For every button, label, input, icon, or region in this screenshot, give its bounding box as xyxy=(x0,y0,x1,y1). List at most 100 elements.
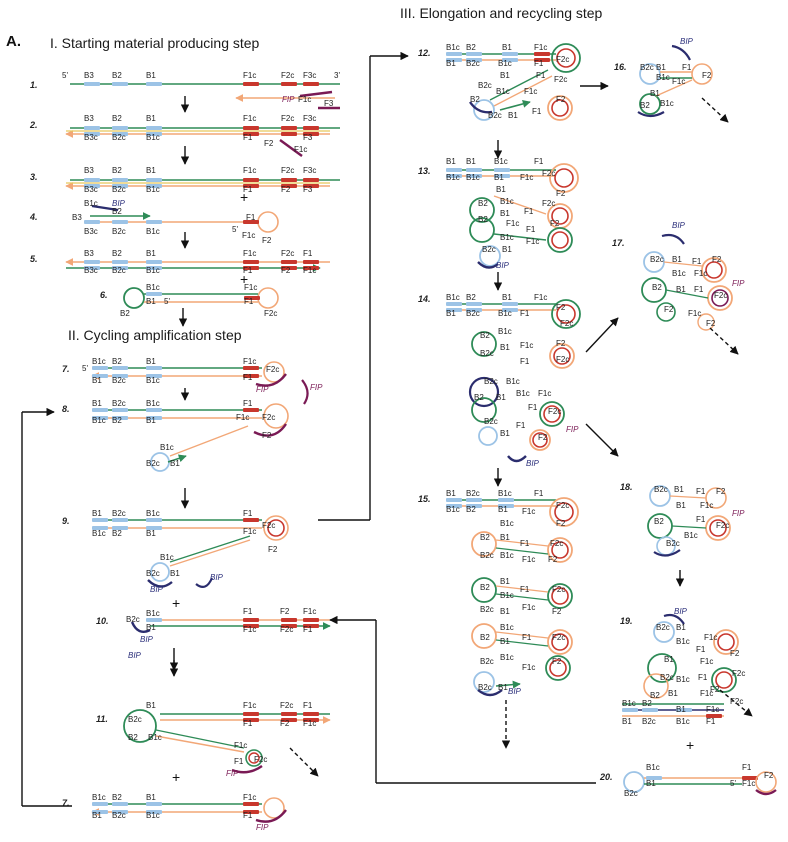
region-label: B1c xyxy=(146,509,160,518)
region-block xyxy=(303,618,319,622)
region-label: B1 xyxy=(674,485,684,494)
region-block xyxy=(303,126,319,130)
region-label: B1 xyxy=(170,569,180,578)
region-label: B1c xyxy=(446,173,460,182)
region-label: B1 xyxy=(664,655,674,664)
region-label: F1c xyxy=(242,231,255,240)
region-label: B2 xyxy=(112,793,122,802)
region-label: B2c xyxy=(112,227,126,236)
region-label: B3 xyxy=(84,71,94,80)
region-label: F1 xyxy=(243,266,253,275)
region-label: F1c xyxy=(672,77,685,86)
step-1-labels: 5' 3' B3 B2 B1 F1c F2c F3c FIP F1c F3 xyxy=(62,71,340,108)
dna-strand xyxy=(169,539,251,567)
end-label: 3' xyxy=(334,71,340,80)
region-label: B2 xyxy=(478,215,488,224)
region-label: B1c xyxy=(506,377,520,386)
primer-strand xyxy=(299,90,333,98)
fip-label: FIP xyxy=(566,425,579,434)
step-number: 10. xyxy=(96,616,109,626)
primer-strand xyxy=(91,204,119,212)
region-label: F2c xyxy=(542,199,555,208)
region-block xyxy=(303,178,319,182)
region-block xyxy=(446,498,462,502)
region-label: B2c xyxy=(112,185,126,194)
region-label: B2 xyxy=(112,249,122,258)
region-label: F1 xyxy=(694,285,704,294)
region-label: B1c xyxy=(466,173,480,182)
stem-loop xyxy=(547,629,573,655)
primer-strand xyxy=(253,423,287,437)
region-label: F1 xyxy=(234,757,244,766)
region-label: B2 xyxy=(466,505,476,514)
region-label: B1 xyxy=(146,166,156,175)
region-label: B1 xyxy=(502,43,512,52)
region-label: B1c xyxy=(146,811,160,820)
region-block xyxy=(84,184,100,188)
region-label: B2c xyxy=(640,63,654,72)
region-label: B1 xyxy=(500,533,510,542)
region-label: F1c xyxy=(243,71,256,80)
region-label: F1 xyxy=(303,701,313,710)
region-block xyxy=(303,82,319,86)
region-block xyxy=(281,260,297,264)
region-label: B1 xyxy=(494,173,504,182)
region-label: F2 xyxy=(262,431,272,440)
plus-sign: + xyxy=(172,595,180,611)
stem-loop xyxy=(469,197,495,223)
primer-strand xyxy=(231,765,263,774)
stem-loop xyxy=(656,302,676,322)
region-block xyxy=(92,416,108,420)
region-block xyxy=(494,168,510,172)
stem-loop xyxy=(468,376,500,408)
primer-strand xyxy=(279,139,303,157)
stem-loop xyxy=(713,629,739,655)
region-label: B2c xyxy=(480,349,494,358)
region-block xyxy=(303,712,319,716)
stem-loop xyxy=(549,163,579,193)
step-number: 4. xyxy=(29,212,38,222)
region-label: B1 xyxy=(146,623,156,632)
region-block xyxy=(498,498,514,502)
region-label: B1 xyxy=(676,623,686,632)
region-label: F1 xyxy=(516,421,526,430)
region-label: F2c xyxy=(262,521,275,530)
region-label: F2c xyxy=(280,625,293,634)
region-label: B1 xyxy=(496,393,506,402)
stem-loop xyxy=(623,771,645,793)
region-label: B1c xyxy=(498,309,512,318)
region-label: F2c xyxy=(281,249,294,258)
region-label: F2 xyxy=(552,607,562,616)
step-12-labels: B1c B2 B1 F1c B1 B2c B1c F1 F2c F1 F2c B… xyxy=(446,43,569,120)
region-label: F1 xyxy=(526,225,536,234)
region-label: F1 xyxy=(528,403,538,412)
region-label: B1 xyxy=(146,357,156,366)
region-label: F3c xyxy=(303,114,316,123)
region-label: B1c xyxy=(84,199,98,208)
region-label: B1 xyxy=(500,577,510,586)
dna-strand xyxy=(495,539,549,547)
primer-strand xyxy=(255,373,287,387)
region-label: F1c xyxy=(534,293,547,302)
region-label: B2 xyxy=(112,166,122,175)
stem-loop xyxy=(701,257,727,283)
region-label: B3c xyxy=(84,133,98,142)
section-title-starting: I. Starting material producing step xyxy=(50,35,260,51)
region-block xyxy=(534,58,550,62)
region-label: F1 xyxy=(243,133,253,142)
region-block xyxy=(498,504,514,508)
region-block xyxy=(243,260,259,264)
stem-loop xyxy=(551,99,569,117)
stem-loop xyxy=(248,752,260,764)
flow-arrow xyxy=(585,423,619,457)
region-label: B2c xyxy=(482,245,496,254)
end-label: 5' xyxy=(232,225,238,234)
region-block xyxy=(112,132,128,136)
step-7-bottom-labels: B1c B2 B1 B1 B2c B1c F1c F1 FIP xyxy=(92,793,269,832)
end-label: 5' xyxy=(82,364,88,373)
dna-strand xyxy=(493,233,547,241)
region-label: F2c xyxy=(281,71,294,80)
plus-sign: + xyxy=(172,769,180,785)
stem-loop xyxy=(705,261,723,279)
region-label: F2 xyxy=(556,189,566,198)
